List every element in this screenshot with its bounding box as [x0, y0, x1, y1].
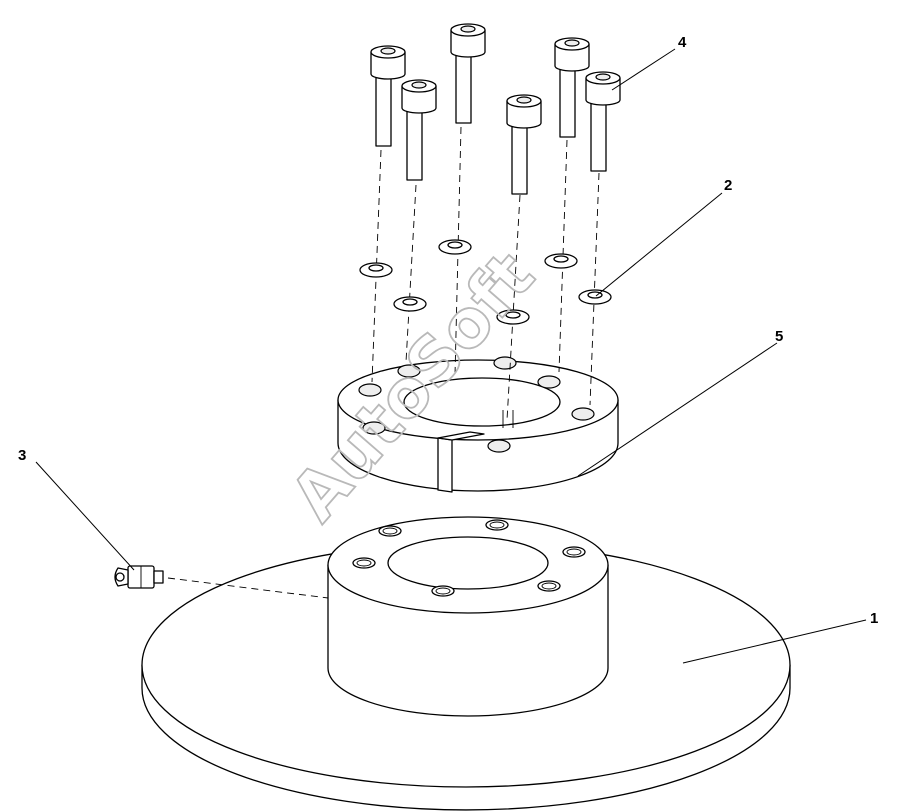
washer	[578, 289, 612, 305]
callout-4: 4	[678, 34, 687, 51]
part-3-grease-nipple	[114, 565, 164, 589]
cap-screw	[585, 71, 621, 172]
washer	[359, 262, 393, 278]
washer	[544, 253, 578, 269]
ring-bolt-hole	[397, 364, 421, 378]
hub-bolt-hole	[537, 580, 561, 592]
part-1-disc-hub	[141, 516, 791, 811]
ring-bolt-hole	[537, 375, 561, 389]
clamp-ring-slot	[437, 437, 453, 493]
cap-screw	[506, 94, 542, 195]
ring-bolt-hole	[362, 421, 386, 435]
hub-bolt-hole	[378, 525, 402, 537]
part-5-clamp-ring	[337, 356, 619, 493]
hub-bore	[387, 536, 549, 590]
part-4-screws	[370, 23, 621, 195]
callout-3: 3	[18, 447, 26, 464]
clamp-ring-bore	[403, 377, 561, 427]
ring-bolt-hole	[493, 356, 517, 370]
washer	[393, 296, 427, 312]
cap-screw	[554, 37, 590, 138]
hub-bolt-holes	[352, 519, 586, 597]
assembly-center-lines	[167, 126, 600, 599]
cap-screw	[450, 23, 486, 124]
washer	[438, 239, 472, 255]
hub-bolt-hole	[352, 557, 376, 569]
ring-bolt-hole	[358, 383, 382, 397]
ring-bolt-hole	[571, 407, 595, 421]
hub-bolt-hole	[485, 519, 509, 531]
callout-2: 2	[724, 177, 732, 194]
part-2-washers	[359, 239, 612, 325]
hub-bolt-hole	[431, 585, 455, 597]
leader-3	[35, 461, 135, 571]
leader-2	[595, 192, 723, 297]
hub-bolt-hole	[562, 546, 586, 558]
leader-1	[682, 619, 867, 664]
callout-1: 1	[870, 610, 878, 627]
leader-lines	[35, 48, 867, 664]
callout-labels: 1 2 3 4 5	[18, 34, 878, 627]
washer	[496, 309, 530, 325]
leader-5	[577, 342, 778, 477]
callout-5: 5	[775, 328, 783, 345]
cap-screw	[370, 45, 406, 147]
cap-screw	[401, 79, 437, 181]
leader-4	[611, 48, 676, 91]
ring-bolt-hole	[487, 439, 511, 453]
